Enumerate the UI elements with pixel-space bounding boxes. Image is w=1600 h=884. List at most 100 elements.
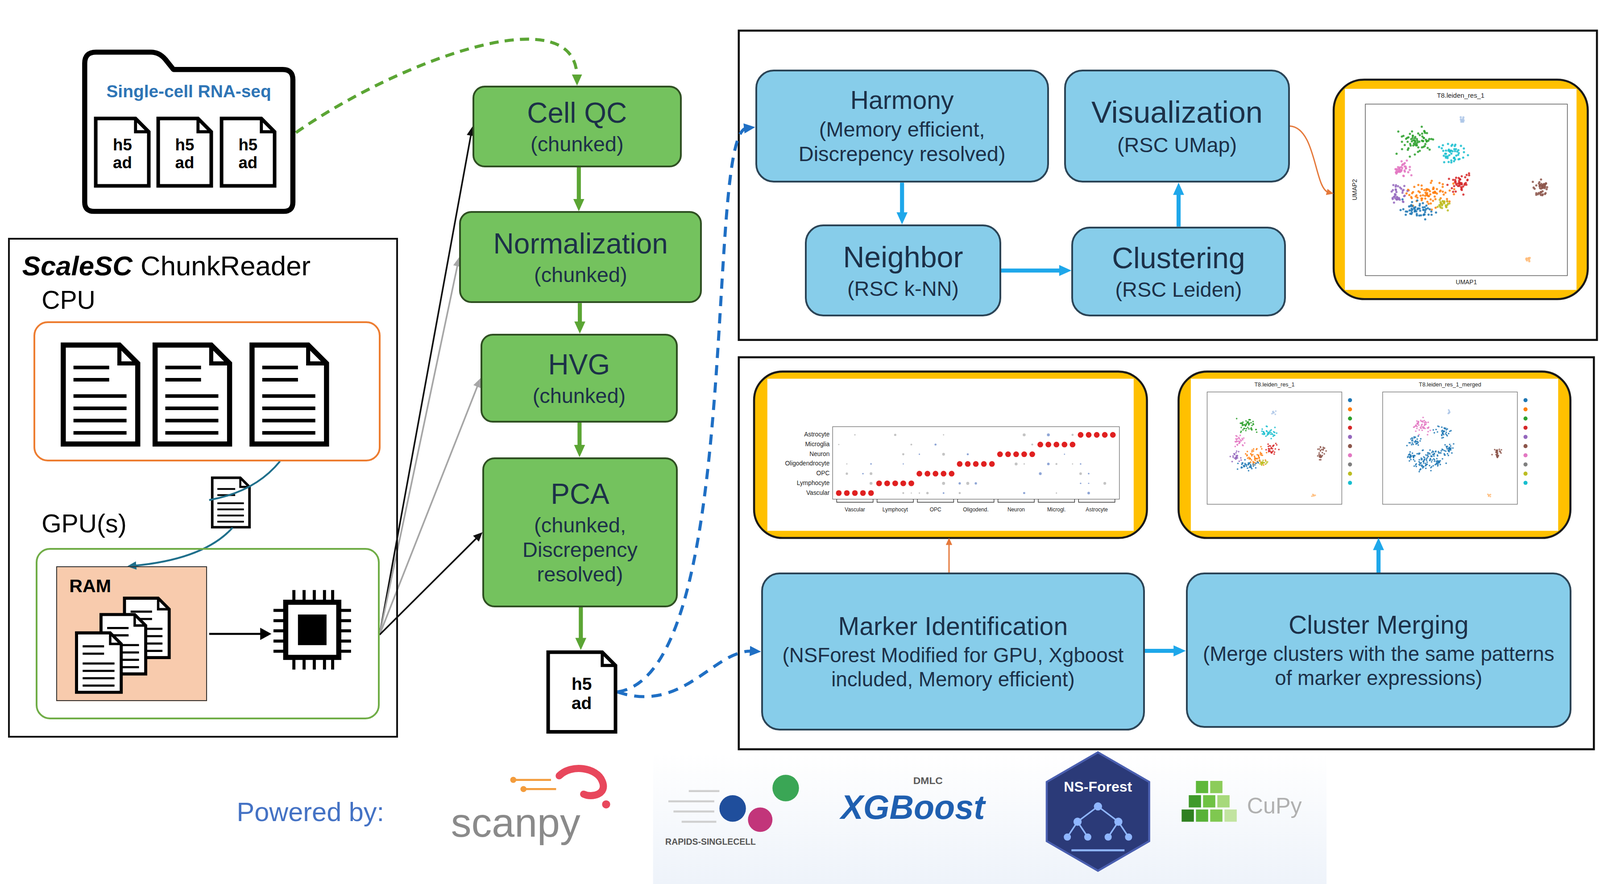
scatter-dot <box>1450 447 1452 449</box>
scatter-dot <box>1317 455 1319 457</box>
scatter-dot <box>1442 154 1445 158</box>
scatter-dot <box>1440 147 1443 150</box>
scatter-dot <box>1271 412 1273 415</box>
scatter-dot <box>1243 442 1246 444</box>
legend-dot <box>1523 462 1528 467</box>
node-title: Single-cell RNA-seq <box>81 81 296 102</box>
connector-line <box>379 263 458 635</box>
file-fold <box>135 118 150 132</box>
scatter-dot <box>1323 447 1326 449</box>
file-icon: h5 ad <box>93 116 151 188</box>
file-outline <box>221 118 275 186</box>
scatter-dot <box>1247 463 1250 466</box>
scatter-dot <box>1410 200 1414 204</box>
scatter-dot <box>1243 465 1246 468</box>
gpu-chip <box>273 589 352 670</box>
scatter-dot <box>1247 469 1250 472</box>
arrow-head <box>1173 645 1186 657</box>
scatter-dot <box>1457 157 1460 161</box>
scatter-dot <box>1460 174 1464 178</box>
marker-dot <box>884 480 891 487</box>
node-text: (RSC UMap) <box>1117 132 1237 158</box>
panel-outline <box>738 30 1597 750</box>
scatter-dot <box>1243 465 1246 468</box>
scatter-dot <box>1265 448 1268 451</box>
scatter-dot <box>1417 424 1420 427</box>
scatter-dot <box>1432 429 1435 432</box>
scatter-dot <box>1447 177 1451 180</box>
marker-dot <box>876 480 883 487</box>
nsforest-logo <box>1046 752 1150 871</box>
node-text: T8.leiden_res_1_merged <box>1418 381 1482 388</box>
marker-dot <box>902 463 904 465</box>
process-box: Clustering(RSC Leiden) <box>1071 226 1286 317</box>
scatter-dot <box>1415 212 1418 216</box>
node-text: (chunked, Discrepency resolved) <box>494 513 666 588</box>
scatter-dot <box>1447 454 1450 457</box>
scatter-dot <box>1433 195 1436 198</box>
scatter-dot <box>1425 204 1428 207</box>
marker-dot <box>845 472 848 475</box>
connector-line <box>379 384 479 635</box>
scatter-dot <box>1420 458 1423 461</box>
scatter-dot <box>1406 456 1409 459</box>
scatter-dot <box>1262 464 1265 466</box>
scatter-dot <box>1443 426 1446 429</box>
node-title: Cell QC <box>526 96 627 131</box>
scatter-dot <box>1430 469 1432 472</box>
scatter-dot <box>1491 453 1493 456</box>
connector-line <box>899 182 904 216</box>
scatter-dot <box>1419 439 1422 442</box>
scatter-dot <box>1444 149 1447 152</box>
scatter-dot <box>1455 183 1458 187</box>
legend-dot <box>1523 443 1528 448</box>
scatter-dot <box>1406 140 1409 143</box>
scatter-dot <box>1409 455 1411 458</box>
scatter-dot <box>1257 461 1260 464</box>
scatter-dot <box>1413 426 1415 428</box>
node-text: Neuron <box>809 450 830 458</box>
scatter-dot <box>1400 169 1403 173</box>
scatter-dot <box>1252 463 1255 465</box>
plot-panel: AstrocyteMicrogliaNeuronOligodendrocyteO… <box>754 371 1147 538</box>
cpu-files <box>63 344 138 444</box>
plot-panel: T8.leiden_res_1UMAP2UMAP1 <box>1333 79 1588 299</box>
scatter-dot <box>1446 142 1450 146</box>
panel-outline <box>738 30 1597 340</box>
scatter-dot <box>1446 200 1449 203</box>
scatter-dot <box>1423 211 1426 214</box>
scatter-dot <box>1245 422 1248 425</box>
nsforest-logo <box>1124 833 1132 841</box>
group-bracket <box>957 499 994 503</box>
scatter-dot <box>1403 184 1406 187</box>
scatter-dot <box>1259 460 1261 462</box>
scatter-dot <box>1402 174 1406 178</box>
scatter-dot <box>1415 465 1418 468</box>
scatter-dot <box>1391 189 1394 192</box>
scatter-dot <box>1410 174 1413 177</box>
scatter-dot <box>1421 465 1423 468</box>
scatter-dot <box>1441 448 1443 451</box>
scatter-dot <box>1261 428 1264 431</box>
scatter-dot <box>1275 432 1278 435</box>
arrow-head <box>572 74 583 86</box>
scatter-dot <box>1429 459 1431 461</box>
scatter-dot <box>1432 464 1435 467</box>
scatter-dot <box>1546 186 1549 189</box>
scatter-dot <box>1433 458 1436 461</box>
scatter-dot <box>1429 193 1432 196</box>
marker-dot <box>958 491 962 494</box>
scatter-dot <box>1401 148 1404 151</box>
scatter-dot <box>1239 434 1242 437</box>
connector-arrow <box>945 537 953 573</box>
nsforest-logo <box>1071 849 1125 852</box>
marker-dot <box>870 463 872 465</box>
scatter-dot <box>1431 199 1435 203</box>
scatter-dot <box>1413 207 1416 210</box>
umap-plot-frame <box>1365 103 1568 276</box>
scatter-dot <box>1401 198 1404 201</box>
scatter-dot <box>1411 438 1414 440</box>
scatter-dot <box>1401 166 1404 170</box>
scatter-dot <box>1454 190 1457 193</box>
scatter-dot <box>1236 438 1239 440</box>
